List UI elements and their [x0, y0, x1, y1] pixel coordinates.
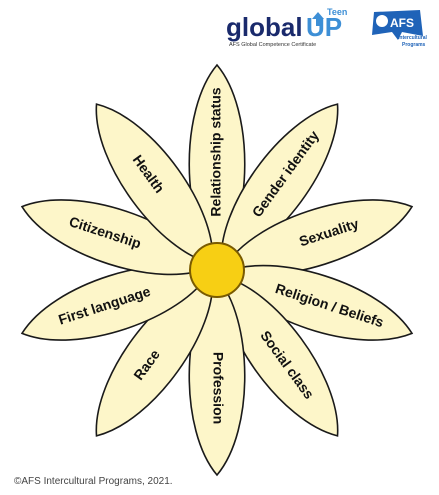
copyright-footer: ©AFS Intercultural Programs, 2021. [14, 476, 173, 487]
afs-globe-icon [376, 15, 388, 27]
afs-logo: AFS Intercultural Programs [372, 10, 428, 48]
globalup-wordmark-left: global [226, 12, 303, 42]
globalup-tagline: AFS Global Competence Certificate [229, 42, 316, 48]
afs-mark: AFS [390, 16, 414, 30]
globalup-logo: global UP Teen AFS Global Competence Cer… [226, 7, 347, 48]
flower-center [189, 242, 245, 298]
petal-label-relationship-status: Relationship status [208, 87, 224, 216]
afs-caption-line1: Intercultural [398, 35, 428, 41]
afs-caption-line2: Programs [402, 42, 426, 48]
up-arrow-icon [312, 12, 324, 26]
petal-label-profession: Profession [210, 352, 226, 424]
petals-group [20, 63, 414, 477]
globalup-wordmark-right: UP [306, 12, 342, 42]
globalup-superscript: Teen [327, 7, 347, 17]
petal-health [95, 103, 214, 265]
header-logos: global UP Teen AFS Global Competence Cer… [226, 7, 428, 48]
